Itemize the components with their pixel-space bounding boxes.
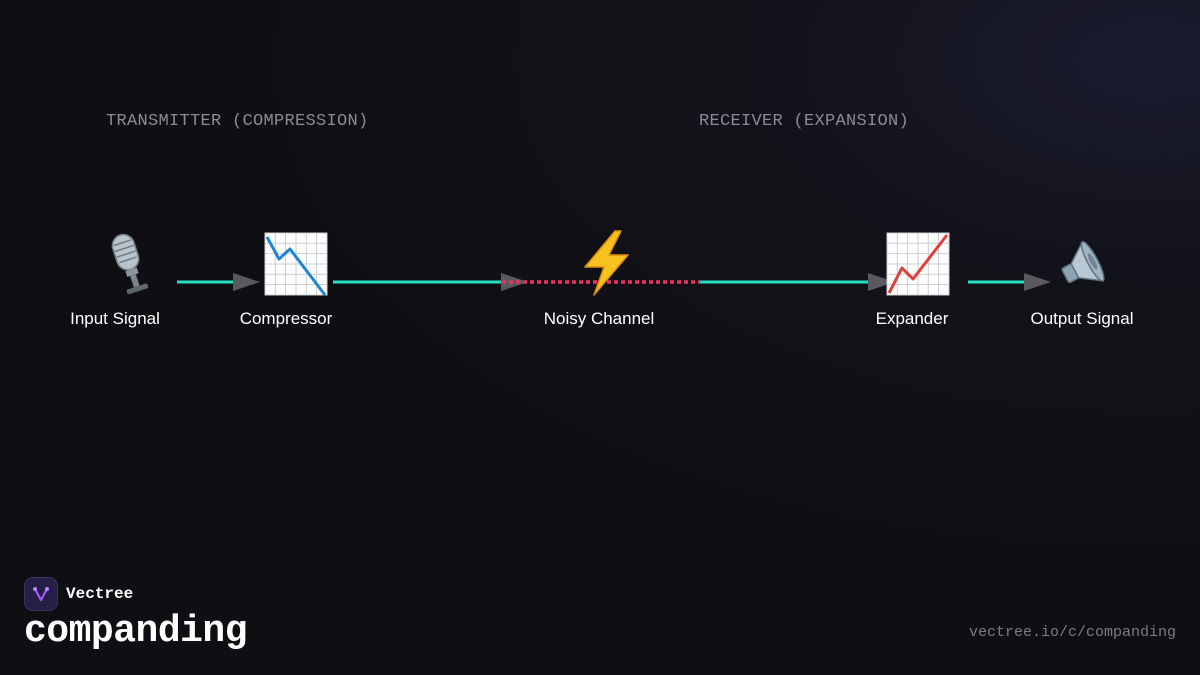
page-title: companding — [24, 610, 248, 653]
vectree-logo-icon — [24, 577, 58, 611]
speaker-icon — [1042, 232, 1122, 302]
output-signal-label: Output Signal — [1030, 309, 1134, 328]
lightning-icon — [566, 228, 646, 298]
microphone-icon — [88, 228, 168, 298]
chart-decreasing-icon — [256, 229, 336, 299]
brand-name: Vectree — [66, 585, 134, 603]
input-signal-label: Input Signal — [70, 309, 160, 328]
noisy-channel-label: Noisy Channel — [543, 309, 655, 328]
arrowhead-channel-expander — [868, 273, 895, 291]
chart-increasing-icon — [878, 229, 958, 299]
transmitter-section-label: TRANSMITTER (COMPRESSION) — [106, 112, 369, 131]
arrowhead-expander-output — [1024, 273, 1051, 291]
arrowhead-compressor-channel — [501, 273, 528, 291]
compressor-label: Compressor — [239, 309, 333, 328]
expander-label: Expander — [875, 309, 949, 328]
arrowhead-input-compressor — [233, 273, 260, 291]
page-url[interactable]: vectree.io/c/companding — [968, 624, 1176, 641]
brand: Vectree — [24, 577, 133, 611]
receiver-section-label: RECEIVER (EXPANSION) — [699, 112, 910, 131]
